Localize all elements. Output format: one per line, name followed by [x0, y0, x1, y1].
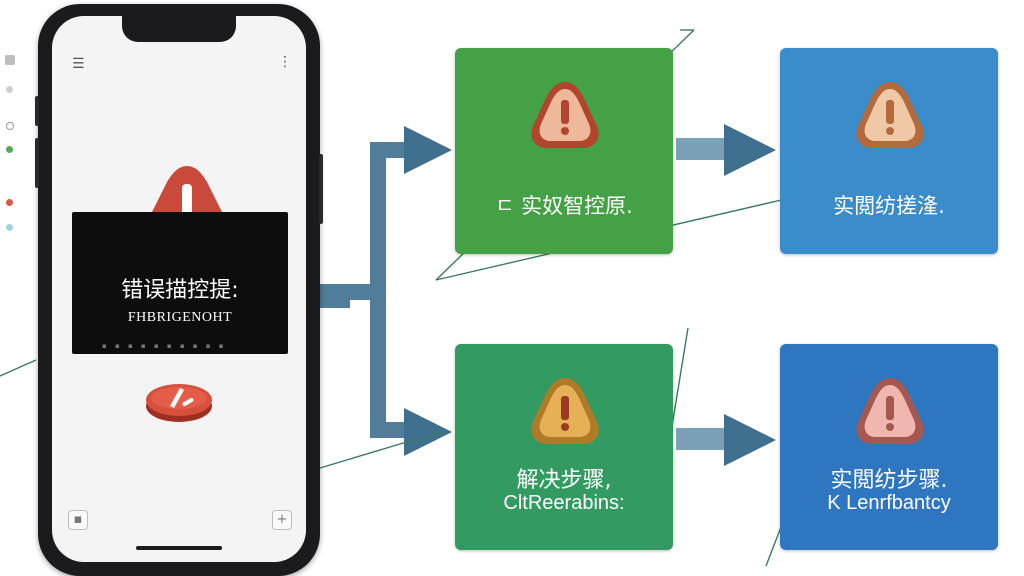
step-sublabel: K Lenrfbantcy: [827, 492, 951, 514]
more-vertical-icon[interactable]: ⋮: [278, 54, 292, 70]
arrow-top-middle: [676, 124, 776, 176]
step-label: ㄷ 实奴智控原.: [495, 194, 633, 218]
step-box-bottom-right: 实閲纺步骤. K Lenrfbantcy: [780, 344, 998, 550]
step-box-top-right: 实閲纺搓湰.: [780, 48, 998, 254]
home-indicator: [136, 546, 222, 550]
step-sublabel: CltReerabins:: [503, 492, 625, 514]
arrow-to-bottom-left: [404, 408, 452, 456]
dot-outline: [6, 122, 14, 130]
phone-screen: ☰ ⋮ 错误描控提: FHBRIGENOHT ▪ ▪ ▪ ▪ ▪ ▪ ▪ ▪ ▪…: [52, 16, 306, 562]
connector-trunk: [316, 142, 410, 438]
warning-icon: [856, 378, 924, 444]
warning-icon: [531, 82, 599, 148]
phone-frame: ☰ ⋮ 错误描控提: FHBRIGENOHT ▪ ▪ ▪ ▪ ▪ ▪ ▪ ▪ ▪…: [35, 4, 323, 576]
phone-volume-button: [35, 138, 39, 188]
error-panel: 错误描控提: FHBRIGENOHT ▪ ▪ ▪ ▪ ▪ ▪ ▪ ▪ ▪ ▪: [72, 212, 288, 354]
list-icon[interactable]: ☰: [72, 56, 85, 72]
dot-cyan: [6, 224, 13, 231]
deco-line-4: [319, 431, 441, 469]
arrow-to-top-left: [404, 126, 452, 174]
dot-gray: [6, 86, 13, 93]
deco-line-6: [0, 359, 37, 377]
step-box-top-left: ㄷ 实奴智控原.: [455, 48, 673, 254]
error-subtitle: FHBRIGENOHT: [127, 310, 233, 325]
alert-action-button[interactable]: [144, 376, 214, 424]
error-title: 错误描控提:: [121, 278, 239, 303]
plus-icon[interactable]: +: [272, 510, 292, 530]
step-box-bottom-left: 解决步骤, CltReerabins:: [455, 344, 673, 550]
step-label: 解决步骤,: [516, 468, 612, 493]
warning-icon: [531, 378, 599, 444]
square-marker: [5, 55, 15, 65]
left-decor: [0, 0, 20, 576]
phone-side-button: [35, 96, 39, 126]
square-icon[interactable]: ▪: [68, 510, 88, 530]
step-label: 实閲纺步骤.: [830, 468, 948, 493]
arrow-bottom-middle: [676, 414, 776, 466]
phone-notch: [122, 16, 236, 42]
warning-icon: [856, 82, 924, 148]
dot-red: [6, 199, 13, 206]
dot-green: [6, 146, 13, 153]
phone-power-button: [319, 154, 323, 224]
step-label: 实閲纺搓湰.: [833, 194, 945, 218]
error-toolbar: ▪ ▪ ▪ ▪ ▪ ▪ ▪ ▪ ▪ ▪: [102, 342, 227, 348]
